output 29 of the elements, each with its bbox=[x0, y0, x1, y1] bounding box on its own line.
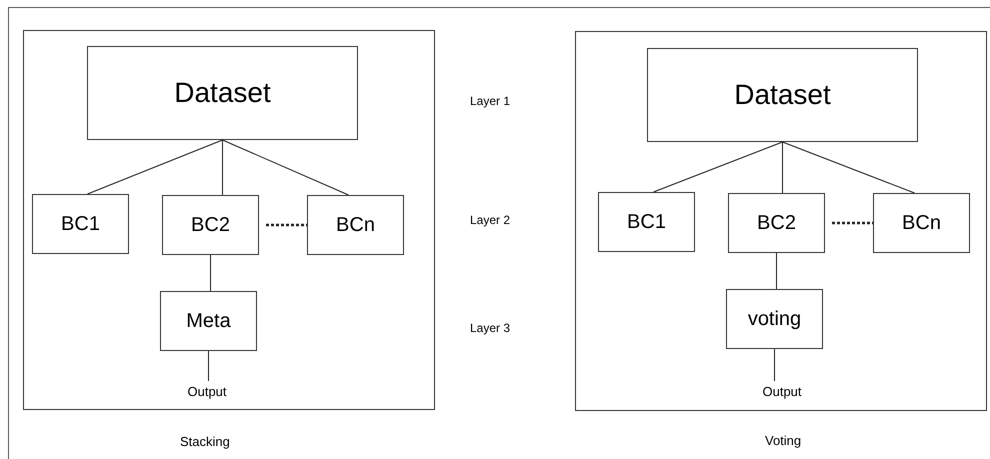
connector-line bbox=[782, 142, 783, 194]
process-box: BC2 bbox=[728, 193, 825, 253]
output-text: Output bbox=[757, 381, 807, 401]
panel-caption: Voting bbox=[765, 433, 802, 448]
process-box: BC1 bbox=[598, 192, 695, 252]
panel-frame bbox=[23, 30, 435, 410]
connector-line bbox=[87, 140, 223, 194]
process-box: BC1 bbox=[32, 194, 129, 254]
panel-caption: Stacking bbox=[180, 434, 230, 449]
process-box: Meta bbox=[160, 291, 257, 351]
process-box: BC2 bbox=[162, 195, 259, 255]
process-box: BCn bbox=[307, 195, 404, 255]
connector-line bbox=[653, 142, 783, 192]
process-box: voting bbox=[726, 289, 823, 349]
connector-line bbox=[222, 140, 349, 196]
connector-line bbox=[208, 350, 209, 382]
connector-line bbox=[210, 254, 211, 292]
output-text: Output bbox=[182, 381, 232, 401]
connector-line bbox=[774, 348, 775, 382]
process-box: BCn bbox=[873, 193, 970, 253]
layer-label: Layer 3 bbox=[470, 321, 510, 335]
connector-line bbox=[776, 252, 777, 290]
layer-label: Layer 1 bbox=[470, 94, 510, 108]
process-box: Dataset bbox=[87, 46, 358, 140]
panel-frame bbox=[575, 31, 987, 411]
process-box: Dataset bbox=[647, 48, 918, 142]
connector-line bbox=[222, 140, 223, 196]
connector-line bbox=[782, 142, 915, 194]
layer-label: Layer 2 bbox=[470, 213, 510, 227]
